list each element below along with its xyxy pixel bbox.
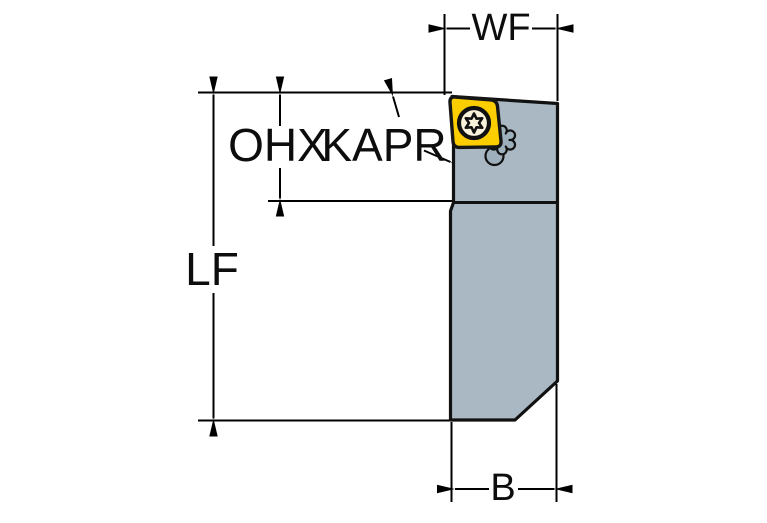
label-b: B [490,467,515,509]
label-kapr: KAPR [321,119,446,171]
torx-socket-icon [464,112,484,134]
label-ohx: OHX [228,119,328,171]
label-wf: WF [471,7,530,49]
kapr-pointer-arrow-up [383,78,400,118]
kapr-pointer-arrow-edge [423,149,469,174]
label-lf: LF [185,243,239,295]
insert-screw-icon [456,105,492,141]
